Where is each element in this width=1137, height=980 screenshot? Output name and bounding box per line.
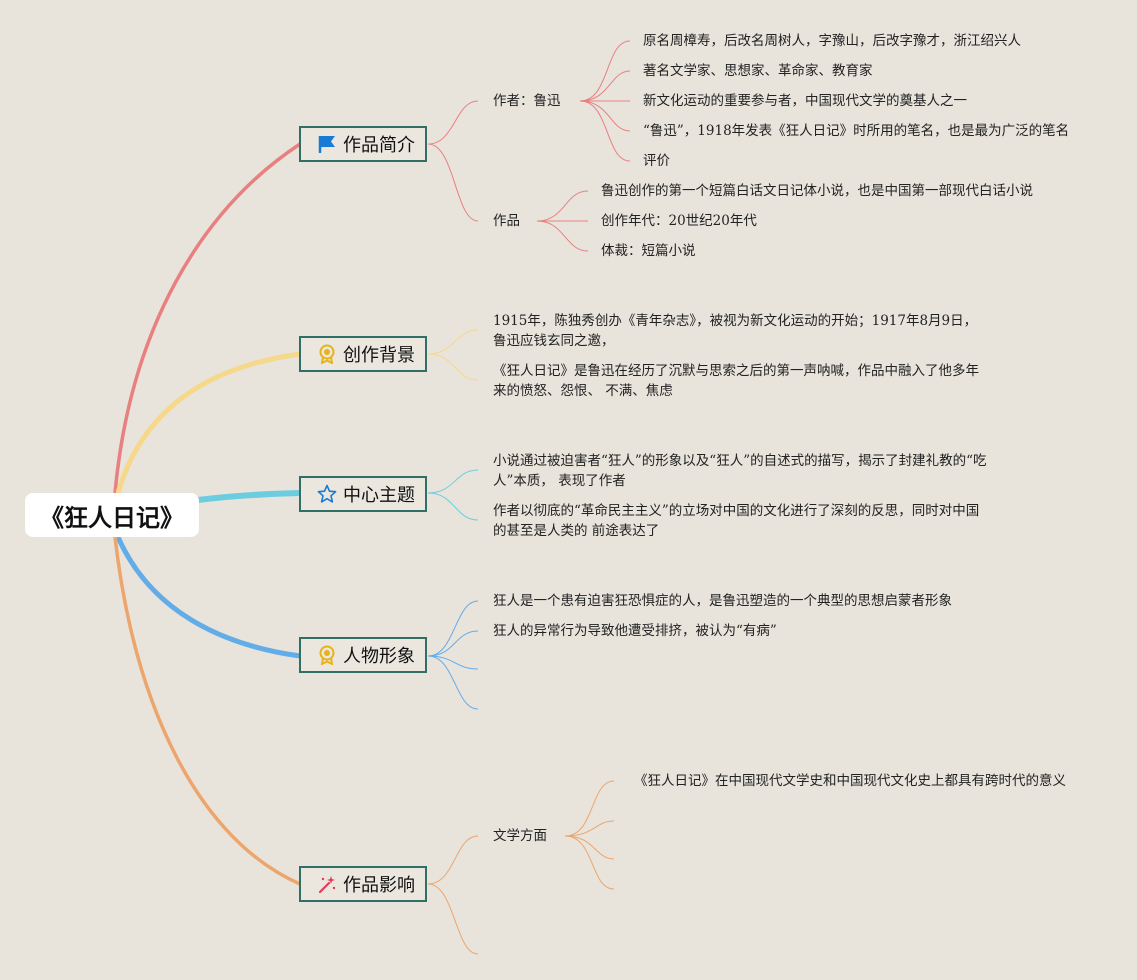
award-icon bbox=[317, 344, 337, 364]
branch-intro[interactable]: 作品简介 bbox=[299, 126, 427, 162]
author-detail[interactable]: 评价 bbox=[643, 153, 670, 169]
branch-line-theme bbox=[197, 490, 301, 503]
background-detail[interactable]: 1915年，陈独秀创办《青年杂志》，被视为新文化运动的开始；1917年8月9日，… bbox=[493, 313, 978, 349]
author-detail[interactable]: 新文化运动的重要参与者，中国现代文学的奠基人之一 bbox=[643, 93, 967, 109]
branch-theme[interactable]: 中心主题 bbox=[299, 476, 427, 512]
theme-detail[interactable]: 作者以彻底的“革命民主主义”的立场对中国的文化进行了深刻的反思，同时对中国的甚至… bbox=[493, 503, 980, 539]
branch-character[interactable]: 人物形象 bbox=[299, 637, 427, 673]
flag-icon bbox=[317, 134, 337, 154]
branch-label: 作品简介 bbox=[343, 135, 415, 156]
author-detail[interactable]: 著名文学家、思想家、革命家、教育家 bbox=[643, 63, 873, 79]
root-topic[interactable]: 《狂人日记》 bbox=[25, 493, 199, 537]
author-detail[interactable]: 原名周樟寿，后改名周树人，字豫山，后改字豫才，浙江绍兴人 bbox=[643, 33, 1021, 49]
branch-label: 创作背景 bbox=[343, 345, 415, 366]
work-detail[interactable]: 体裁：短篇小说 bbox=[601, 243, 696, 259]
work-detail[interactable]: 创作年代：20世纪20年代 bbox=[601, 213, 757, 229]
branch-line-background bbox=[115, 351, 301, 494]
star-outline-icon bbox=[317, 484, 337, 504]
branch-label: 中心主题 bbox=[343, 485, 415, 506]
magic-wand-icon bbox=[317, 874, 337, 894]
character-detail[interactable]: 狂人的异常行为导致他遭受排挤，被认为“有病” bbox=[493, 623, 777, 639]
theme-detail[interactable]: 小说通过被迫害者“狂人”的形象以及“狂人”的自述式的描写，揭示了封建礼教的“吃人… bbox=[493, 453, 987, 489]
branch-line-influence bbox=[113, 536, 301, 886]
literature-detail[interactable]: 《狂人日记》在中国现代文学史和中国现代文化史上都具有跨时代的意义 bbox=[634, 773, 1066, 789]
branch-line-intro bbox=[113, 142, 301, 494]
background-detail[interactable]: 《狂人日记》是鲁迅在经历了沉默与思索之后的第一声呐喊，作品中融入了他多年来的愤怒… bbox=[493, 363, 979, 399]
author-detail[interactable]: “鲁迅”，1918年发表《狂人日记》时所用的笔名，也是最为广泛的笔名 bbox=[643, 123, 1070, 139]
branch-background[interactable]: 创作背景 bbox=[299, 336, 427, 372]
subtopic-author[interactable]: 作者：鲁迅 bbox=[493, 93, 561, 109]
branch-line-character bbox=[115, 535, 301, 659]
branch-label: 人物形象 bbox=[343, 646, 415, 667]
work-detail[interactable]: 鲁迅创作的第一个短篇白话文日记体小说，也是中国第一部现代白话小说 bbox=[601, 183, 1033, 199]
branch-influence[interactable]: 作品影响 bbox=[299, 866, 427, 902]
character-detail[interactable]: 狂人是一个患有迫害狂恐惧症的人，是鲁迅塑造的一个典型的思想启蒙者形象 bbox=[493, 593, 952, 609]
subtopic-literature[interactable]: 文学方面 bbox=[493, 828, 547, 844]
award-icon bbox=[317, 645, 337, 665]
branch-label: 作品影响 bbox=[343, 875, 415, 896]
subtopic-work[interactable]: 作品 bbox=[493, 213, 520, 229]
